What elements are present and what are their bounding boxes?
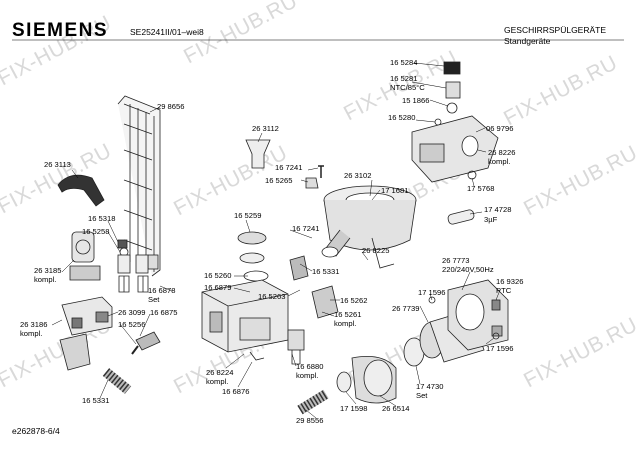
valve-part	[135, 331, 161, 351]
level-switch-part	[69, 231, 101, 281]
spring-part	[118, 275, 130, 293]
part-label: kompl.	[296, 371, 319, 380]
category-title: GESCHIRRSPÜLGERÄTE	[504, 25, 607, 35]
sensor-cap-part	[443, 61, 461, 75]
part-label: 17 1598	[340, 404, 368, 413]
part-label: kompl.	[334, 319, 357, 328]
part-label: 16 5262	[340, 296, 368, 305]
part-label: 16 6875	[150, 308, 178, 317]
part-label: 26 3112	[252, 124, 279, 133]
part-label: kompl.	[20, 329, 43, 338]
part-label: 17 1681	[381, 186, 409, 195]
part-label: 26 8226	[488, 148, 516, 157]
part-label: 17 4730	[416, 382, 444, 391]
part-label: 16 6878	[148, 286, 176, 295]
category-subtitle: Standgeräte	[504, 36, 551, 46]
part-label: kompl.	[34, 275, 57, 284]
part-label: 15 1866	[402, 96, 430, 105]
part-label: 16 5260	[204, 271, 232, 280]
part-label: 16 6880	[296, 362, 324, 371]
part-label: Set	[416, 391, 428, 400]
part-label: 06 9796	[486, 124, 514, 133]
brand-logo: SIEMENS	[12, 20, 109, 41]
spring-part	[137, 275, 149, 293]
drain-hose-part	[297, 389, 329, 415]
part-label: 16 6879	[204, 283, 232, 292]
heater-housing-part	[411, 115, 499, 183]
part-label: 16 5280	[388, 113, 416, 122]
part-label: 26 3113	[44, 160, 71, 169]
sleeve-part	[117, 254, 131, 274]
water-softener-part	[201, 279, 289, 361]
part-label: PTC	[496, 286, 512, 295]
screw-part	[318, 165, 324, 178]
capacitor-part	[447, 209, 475, 225]
part-label: 26 6514	[382, 404, 410, 413]
part-label: 26 3185	[34, 266, 62, 275]
part-label: 17 5768	[467, 184, 495, 193]
part-label: 17 1596	[486, 344, 514, 353]
part-label: 16 5318	[88, 214, 116, 223]
part-label: 16 5259	[234, 211, 262, 220]
part-label: kompl.	[206, 377, 229, 386]
part-label: 26 7739	[392, 304, 420, 313]
part-label: kompl.	[488, 157, 511, 166]
seal-part	[117, 239, 128, 249]
part-label: 220/240V,50Hz	[442, 265, 494, 274]
part-label: NTC/85°C	[390, 83, 425, 92]
part-label: 16 7241	[275, 163, 303, 172]
part-label: Set	[148, 295, 160, 304]
part-label: 26 3099	[118, 308, 146, 317]
part-label: 26 7773	[442, 256, 470, 265]
part-label: 16 5258	[82, 227, 110, 236]
part-label: 16 5331	[312, 267, 340, 276]
hose-part	[102, 368, 132, 394]
part-label: 16 5263	[258, 292, 286, 301]
filter-funnel-part	[245, 139, 271, 169]
part-label: 16 6876	[222, 387, 250, 396]
part-label: 3µF	[484, 215, 498, 224]
part-label: 16 5281	[390, 74, 418, 83]
part-label: 16 5331	[82, 396, 110, 405]
hose-part	[291, 350, 301, 365]
ring-part	[492, 332, 500, 340]
heater-pipe-frame	[117, 95, 161, 277]
part-label: 29 8556	[296, 416, 324, 425]
model-number: SE25241II/01–wei8	[130, 27, 204, 37]
category-block: GESCHIRRSPÜLGERÄTE Standgeräte	[504, 25, 606, 47]
part-label: 16 5261	[334, 310, 362, 319]
circulation-pump-part	[447, 279, 509, 351]
drain-pump-part	[336, 355, 397, 404]
leader-lines	[51, 62, 501, 419]
o-ring-part	[446, 102, 458, 114]
ptc-part	[491, 299, 501, 311]
document-id: e262878-6/4	[12, 426, 60, 436]
part-label: 17 4728	[484, 205, 512, 214]
part-label: 26 8224	[206, 368, 234, 377]
part-label: 17 1596	[418, 288, 446, 297]
part-label: 26 8225	[362, 246, 390, 255]
part-label: 16 9326	[496, 277, 524, 286]
sleeve-part	[135, 254, 149, 274]
bracket-part	[57, 174, 105, 207]
dispenser-part	[59, 296, 113, 371]
part-label: 16 5265	[265, 176, 293, 185]
ntc-sensor-part	[445, 81, 461, 99]
clip-part	[95, 311, 109, 323]
part-label: 26 3102	[344, 171, 372, 180]
pressure-switch-part	[287, 329, 305, 351]
part-label: 29 8656	[157, 102, 185, 111]
part-label: 16 5284	[390, 58, 418, 67]
circulation-sump-part	[321, 185, 417, 269]
check-valve-part	[311, 285, 339, 319]
bracket-clip-part	[305, 177, 319, 189]
part-label: 16 5256	[118, 320, 146, 329]
part-label: 16 7241	[292, 224, 320, 233]
ring-part	[428, 296, 436, 304]
seal-ring-part	[289, 255, 309, 281]
part-label: 26 3186	[20, 320, 48, 329]
